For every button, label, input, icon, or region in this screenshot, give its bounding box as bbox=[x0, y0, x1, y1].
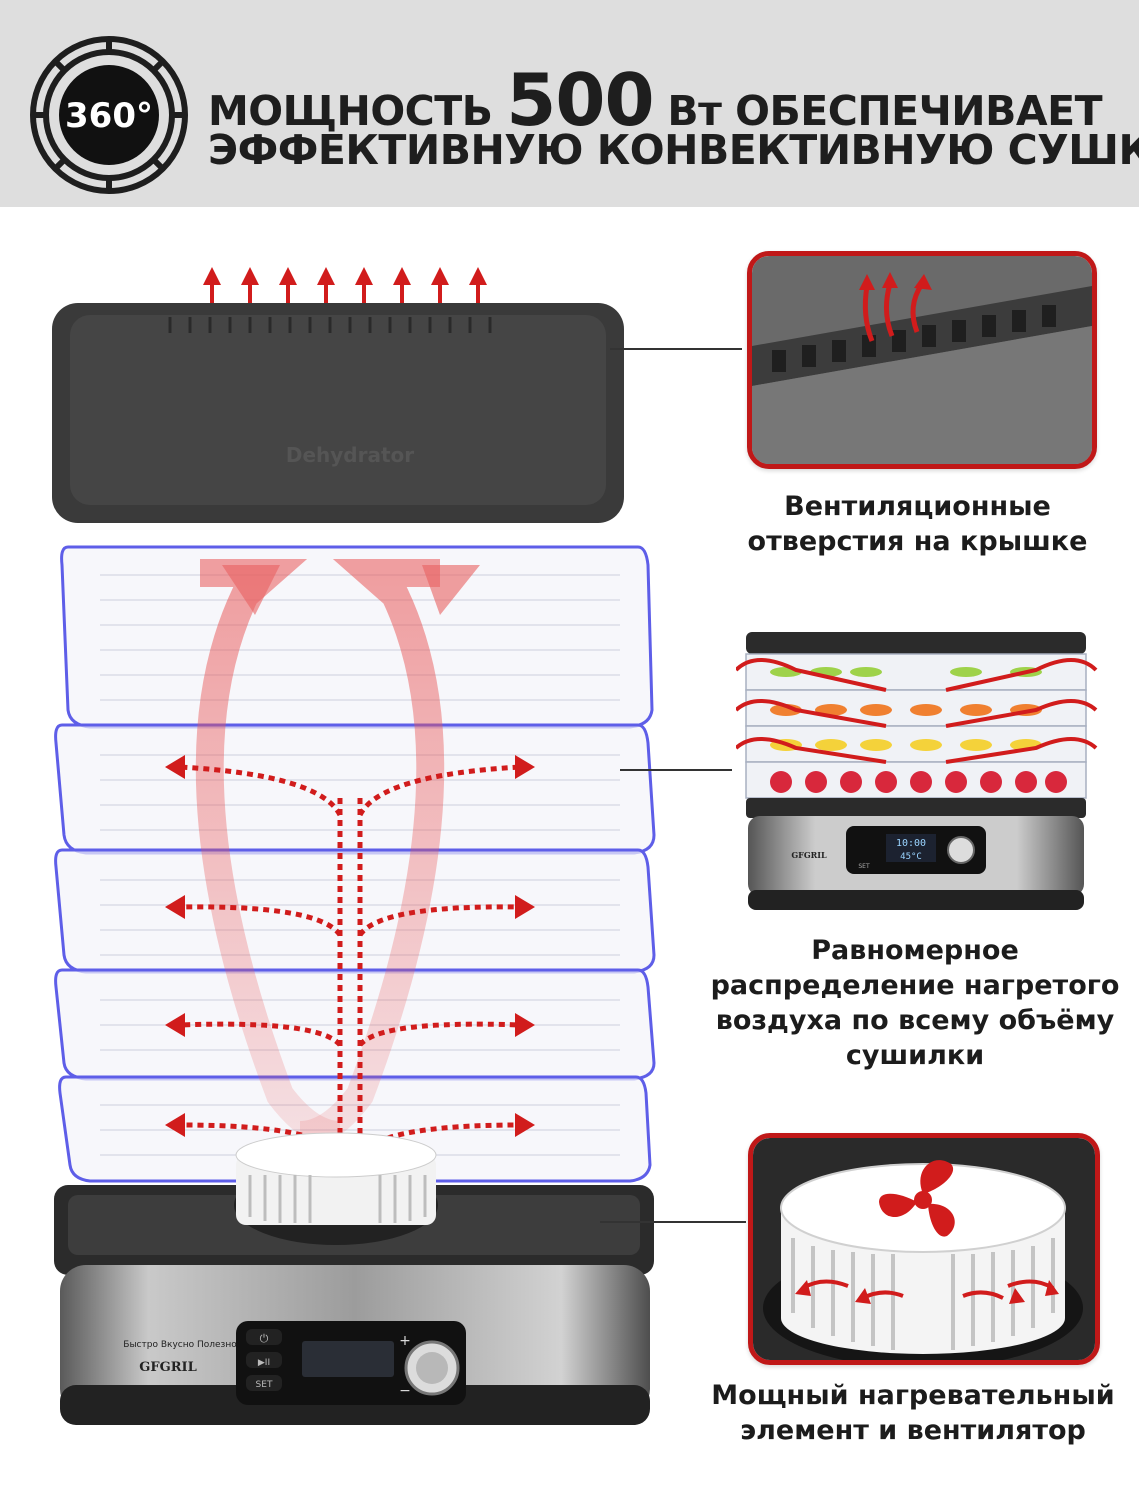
mini-brand-logo: GFGRIL bbox=[791, 850, 827, 860]
dehydrator-base: Быстро Вкусно Полезно GFGRIL ⏻ ▶II SET +… bbox=[54, 1132, 654, 1425]
leader-line-2 bbox=[620, 769, 732, 771]
rotation-360-icon: 360° bbox=[30, 36, 188, 194]
set-button-label: SET bbox=[256, 1380, 273, 1390]
headline-power-unit: Вт ОБЕСПЕЧИВАЕТ bbox=[667, 87, 1103, 135]
power-button[interactable] bbox=[246, 1329, 282, 1345]
leader-line-1 bbox=[610, 348, 742, 350]
caption-heater-fan: Мощный нагревательный элемент и вентилят… bbox=[711, 1380, 1115, 1446]
lid-label: Dehydrator bbox=[286, 443, 414, 467]
play-pause-button[interactable] bbox=[246, 1352, 282, 1368]
leader-line-3 bbox=[600, 1221, 746, 1223]
set-button[interactable] bbox=[246, 1375, 282, 1391]
mini-display-time: 10:00 bbox=[896, 838, 926, 849]
badge-text: 360° bbox=[65, 96, 153, 136]
mini-display-temp: 45°C bbox=[900, 852, 922, 862]
minus-glyph: − bbox=[399, 1383, 411, 1399]
fan-icon bbox=[879, 1160, 955, 1237]
exhaust-arrows bbox=[203, 267, 487, 305]
inset-assembled-dehydrator: 10:00 45°C SET GFGRIL bbox=[736, 632, 1098, 910]
caption-air-distribution: Равномерное распределение нагретого возд… bbox=[710, 935, 1120, 1071]
inset-lid-vents bbox=[747, 251, 1097, 469]
header-banner: 360° МОЩНОСТЬ 500 Вт ОБЕСПЕЧИВАЕТ ЭФФЕКТ… bbox=[0, 0, 1139, 207]
dehydrator-illustration: Dehydrator bbox=[52, 267, 656, 1425]
headline-line-2: ЭФФЕКТИВНУЮ КОНВЕКТИВНУЮ СУШКУ bbox=[208, 126, 1139, 174]
dehydrator-lid: Dehydrator bbox=[52, 303, 624, 523]
plus-glyph: + bbox=[399, 1333, 411, 1349]
distribution-arrows bbox=[736, 658, 1098, 764]
mini-display-set: SET bbox=[858, 863, 870, 870]
headline-power-label: МОЩНОСТЬ bbox=[208, 87, 493, 135]
headline-power-number: 500 bbox=[506, 58, 654, 142]
play-pause-glyph: ▶II bbox=[258, 1358, 270, 1368]
airflow-arrows bbox=[179, 764, 521, 1255]
headline-line-1: МОЩНОСТЬ 500 Вт ОБЕСПЕЧИВАЕТ bbox=[208, 58, 1103, 142]
caption-lid-vents: Вентиляционные отверстия на крышке bbox=[747, 491, 1088, 557]
inset-heater-fan bbox=[748, 1133, 1100, 1365]
fruit-slices bbox=[770, 667, 1067, 793]
power-button-glyph: ⏻ bbox=[260, 1332, 269, 1345]
brand-logo: GFGRIL bbox=[139, 1360, 196, 1375]
brand-slogan: Быстро Вкусно Полезно bbox=[123, 1340, 237, 1350]
